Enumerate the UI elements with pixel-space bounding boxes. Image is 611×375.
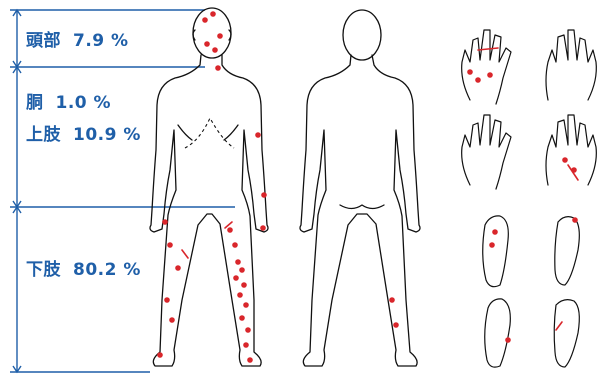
- label-trunk-name: 胴: [26, 93, 44, 113]
- label-upper-limb-name: 上肢: [26, 125, 61, 145]
- label-upper-limb: 上肢 10.9 %: [26, 120, 141, 145]
- region-bracket: [10, 10, 235, 372]
- label-head-percent: 7.9 %: [73, 31, 129, 51]
- label-trunk-percent: 1.0 %: [56, 93, 112, 113]
- label-head-name: 頭部: [26, 31, 61, 51]
- label-lower-limb-percent: 80.2 %: [73, 260, 141, 280]
- label-upper-limb-percent: 10.9 %: [73, 125, 141, 145]
- label-trunk: 胴 1.0 %: [26, 88, 111, 113]
- label-lower-limb: 下肢 80.2 %: [26, 255, 141, 280]
- hands-outline: [462, 30, 597, 189]
- label-lower-limb-name: 下肢: [26, 260, 61, 280]
- torso-dashed-line: [185, 118, 234, 148]
- body-back-outline: [300, 10, 420, 366]
- label-head: 頭部 7.9 %: [26, 26, 129, 51]
- body-front-outline: [150, 8, 268, 366]
- lesion-markers: [157, 11, 578, 363]
- feet-outline: [483, 216, 580, 367]
